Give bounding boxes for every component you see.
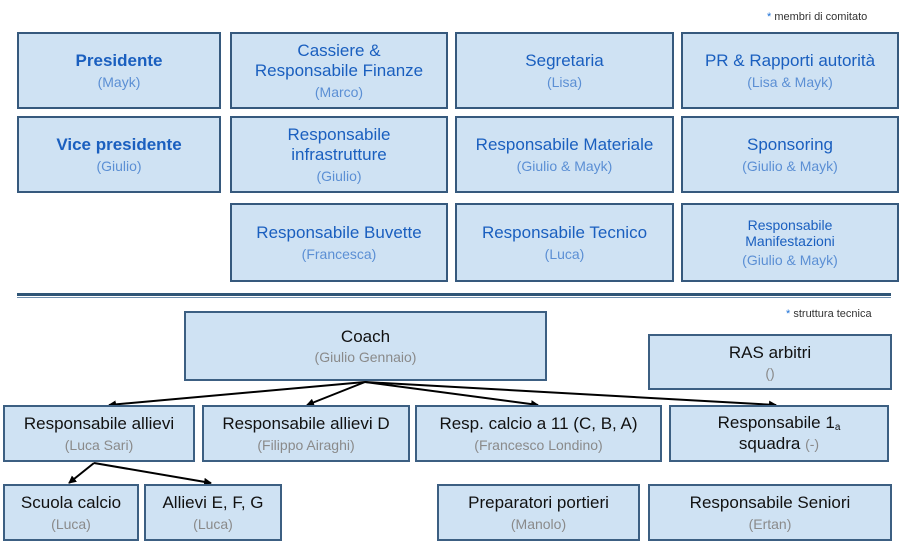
arrow-coach-calcio11 (364, 381, 539, 409)
box-responsabile-allievi-d: Responsabile allievi D (Filippo Airaghi) (202, 405, 410, 462)
box-coach: Coach (Giulio Gennaio) (184, 311, 547, 381)
section-divider-thin (17, 297, 891, 298)
technical-note: * struttura tecnica (786, 308, 872, 320)
box-responsabile-allievi: Responsabile allievi (Luca Sari) (3, 405, 195, 462)
box-infrastrutture: Responsabile infrastrutture (Giulio) (230, 116, 448, 193)
box-allievi-efg: Allievi E, F, G (Luca) (144, 484, 282, 541)
box-calcio-a-11: Resp. calcio a 11 (C, B, A) (Francesco L… (415, 405, 662, 462)
box-presidente: Presidente (Mayk) (17, 32, 221, 109)
box-cassiere: Cassiere & Responsabile Finanze (Marco) (230, 32, 448, 109)
arrow-coach-allievi (108, 381, 366, 409)
arrow-allievi-scuola (68, 462, 95, 484)
box-segretaria: Segretaria (Lisa) (455, 32, 674, 109)
arrow-coach-allievi-d (306, 381, 366, 407)
box-tecnico: Responsabile Tecnico (Luca) (455, 203, 674, 282)
box-responsabile-prima-squadra: Responsabile 1a squadra (-) (669, 405, 889, 462)
box-sponsoring: Sponsoring (Giulio & Mayk) (681, 116, 899, 193)
section-divider (17, 293, 891, 296)
committee-note: * membri di comitato (767, 11, 868, 23)
box-buvette: Responsabile Buvette (Francesca) (230, 203, 448, 282)
box-scuola-calcio: Scuola calcio (Luca) (3, 484, 139, 541)
box-pr: PR & Rapporti autorità (Lisa & Mayk) (681, 32, 899, 109)
box-responsabile-seniori: Responsabile Seniori (Ertan) (648, 484, 892, 541)
arrow-allievi-efg (93, 462, 212, 486)
arrow-coach-prima (364, 381, 777, 409)
box-manifestazioni: Responsabile Manifestazioni (Giulio & Ma… (681, 203, 899, 282)
box-preparatori-portieri: Preparatori portieri (Manolo) (437, 484, 640, 541)
box-ras-arbitri: RAS arbitri () (648, 334, 892, 390)
box-vice-presidente: Vice presidente (Giulio) (17, 116, 221, 193)
box-materiale: Responsabile Materiale (Giulio & Mayk) (455, 116, 674, 193)
